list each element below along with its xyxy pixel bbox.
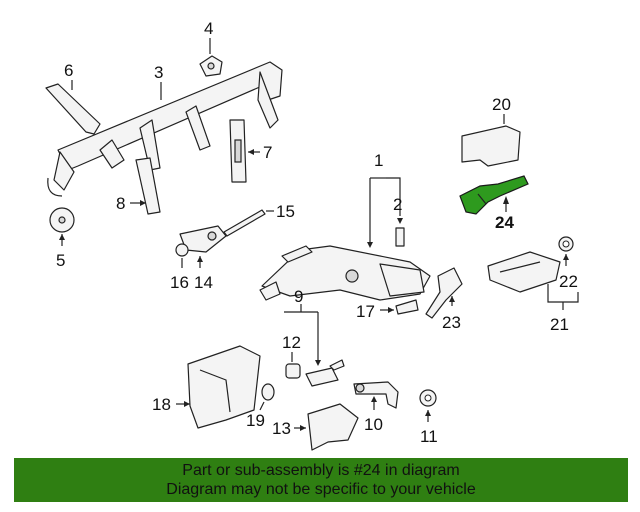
part-8-brace	[135, 157, 161, 215]
part-18-shroud	[187, 345, 261, 429]
callout-7: 7	[263, 143, 272, 162]
part-3-crossbeam	[47, 61, 283, 197]
part-21-housing	[487, 251, 561, 293]
callout-23: 23	[442, 313, 461, 332]
banner-line-2: Diagram may not be specific to your vehi…	[166, 481, 476, 498]
callout-10: 10	[364, 415, 383, 434]
part-23-lever	[425, 267, 463, 319]
callout-12: 12	[282, 333, 301, 352]
part-4-nut	[199, 55, 223, 77]
callout-15: 15	[276, 202, 295, 221]
callout-1: 1	[374, 151, 383, 170]
part-9-lock-cylinder	[305, 359, 345, 387]
callout-17: 17	[356, 302, 375, 321]
callout-22: 22	[559, 272, 578, 291]
callout-20: 20	[492, 95, 511, 114]
part-6-bracket	[45, 83, 101, 135]
banner-line-1: Part or sub-assembly is #24 in diagram	[182, 462, 460, 479]
part-22-ring	[558, 236, 574, 252]
part-13-shield	[307, 403, 359, 451]
callout-5: 5	[56, 251, 65, 270]
part-2-screw	[395, 227, 405, 247]
callout-14: 14	[194, 273, 213, 292]
callout-4: 4	[204, 19, 213, 38]
callout-13: 13	[272, 419, 291, 438]
callout-6: 6	[64, 61, 73, 80]
part-16-nut	[175, 243, 189, 257]
callout-3: 3	[154, 63, 163, 82]
part-1-steering-column	[259, 245, 431, 301]
part-19-clip	[261, 383, 275, 401]
callout-16: 16	[170, 273, 189, 292]
part-17-clip	[395, 299, 419, 315]
callout-21: 21	[550, 315, 569, 334]
part-11-washer	[419, 389, 437, 407]
callout-2: 2	[393, 195, 402, 214]
info-banner: Part or sub-assembly is #24 in diagram D…	[14, 458, 628, 502]
part-12-bushing	[285, 363, 301, 379]
callout-19: 19	[246, 411, 265, 430]
part-20-cover	[461, 125, 521, 167]
callout-24: 24	[495, 213, 514, 232]
callout-9: 9	[294, 287, 303, 306]
callout-8: 8	[116, 194, 125, 213]
callout-18: 18	[152, 395, 171, 414]
part-5-cap	[49, 207, 75, 233]
parts-diagram: 3 6 4 7 8 5 15 16	[45, 19, 579, 451]
part-24-combination-switch	[459, 175, 529, 215]
callout-11: 11	[420, 427, 438, 446]
part-10-switch	[353, 381, 399, 409]
part-7-plate	[229, 119, 247, 183]
part-15-bolt	[223, 209, 266, 237]
